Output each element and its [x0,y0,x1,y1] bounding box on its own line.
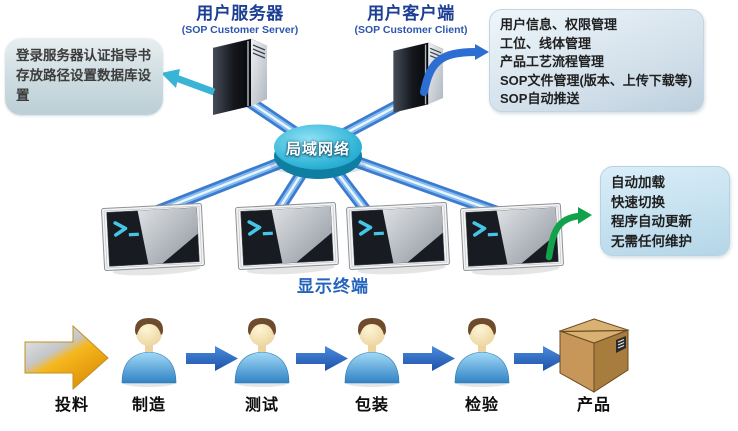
step-label-manufacture: 制造 [131,397,166,414]
client-feature-line: 产品工艺流程管理 [500,54,605,69]
server-note-box: 登录服务器认证指导书存放路径设置数据库设置 [5,38,163,115]
client-features-box: 用户信息、权限管理 工位、线体管理 产品工艺流程管理 SOP文件管理(版本、上传… [489,9,704,112]
server-subtitle: (SOP Customer Server) [181,24,299,36]
lan-label: 局域网络 [285,141,350,158]
flow-arrow-icon-4 [514,346,566,371]
flow-arrow-icon-3 [403,346,455,371]
client-feature-line: SOP自动推送 [500,91,580,106]
arrow-to-terminal-features-icon [545,207,592,261]
client-feature-line: 用户信息、权限管理 [500,17,618,32]
terminal-feature-line: 程序自动更新 [611,214,692,229]
server-note-text: 登录服务器认证指导书存放路径设置数据库设置 [16,48,151,103]
arrow-to-server-note-icon [161,69,216,96]
step-label-material: 投料 [54,397,89,414]
worker-person-icon-1 [121,318,177,387]
arrow-to-client-features-icon [420,44,489,96]
terminal-feature-line: 无需任何维护 [611,233,692,249]
terminal-monitor-icon-1 [101,203,205,276]
lan-hub-icon [270,124,366,179]
worker-person-icon-2 [234,318,290,387]
step-label-product: 产品 [576,397,611,414]
flow-arrow-icon-1 [186,346,238,371]
step-label-packaging: 包装 [354,397,389,414]
client-subtitle: (SOP Customer Client) [354,24,468,36]
client-tower-icon [392,42,444,113]
product-carton-icon [558,318,630,393]
display-terminals-label: 显示终端 [297,277,369,296]
material-feed-arrow-icon [24,324,109,391]
client-feature-line: SOP文件管理(版本、上传下载等) [500,72,693,88]
worker-person-icon-4 [454,318,510,387]
client-feature-line: 工位、线体管理 [500,35,592,51]
terminal-monitor-icon-2 [235,202,339,275]
server-tower-icon [212,38,268,115]
terminal-feature-line: 快速切换 [611,194,665,210]
terminal-monitor-icon-3 [346,202,450,275]
server-title: 用户服务器 [196,4,284,23]
server-title-block: 用户服务器 (SOP Customer Server) [156,4,324,37]
flow-arrow-icon-2 [296,346,348,371]
step-label-test: 测试 [244,397,279,414]
client-title: 用户客户端 [367,4,455,23]
step-label-inspection: 检验 [464,397,499,414]
terminal-feature-line: 自动加载 [611,175,665,190]
terminal-monitor-icon-4 [460,203,564,276]
worker-person-icon-3 [344,318,400,387]
client-title-block: 用户客户端 (SOP Customer Client) [327,4,495,37]
terminal-features-box: 自动加载 快速切换 程序自动更新 无需任何维护 [600,166,730,256]
